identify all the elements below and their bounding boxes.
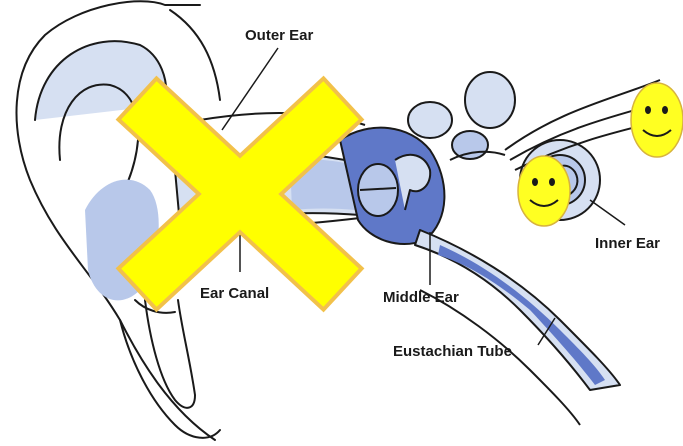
middle-ear-label: Middle Ear [383,289,459,306]
inner-ear-leader [590,200,625,225]
eustachian-tube-label: Eustachian Tube [393,343,512,360]
middle-ear [340,128,444,244]
semicircular-canal-3 [452,131,488,159]
semicircular-canal-2 [465,72,515,128]
inner-ear-label: Inner Ear [595,235,660,252]
smiley-face-icon [518,156,570,226]
eustachian-tube [415,230,620,425]
outer-ear-label: Outer Ear [245,27,314,44]
outer-ear-leader [222,48,278,130]
smiley-face-icon [631,83,683,157]
ear-canal-label: Ear Canal [200,285,269,302]
semicircular-canal-1 [408,102,452,138]
